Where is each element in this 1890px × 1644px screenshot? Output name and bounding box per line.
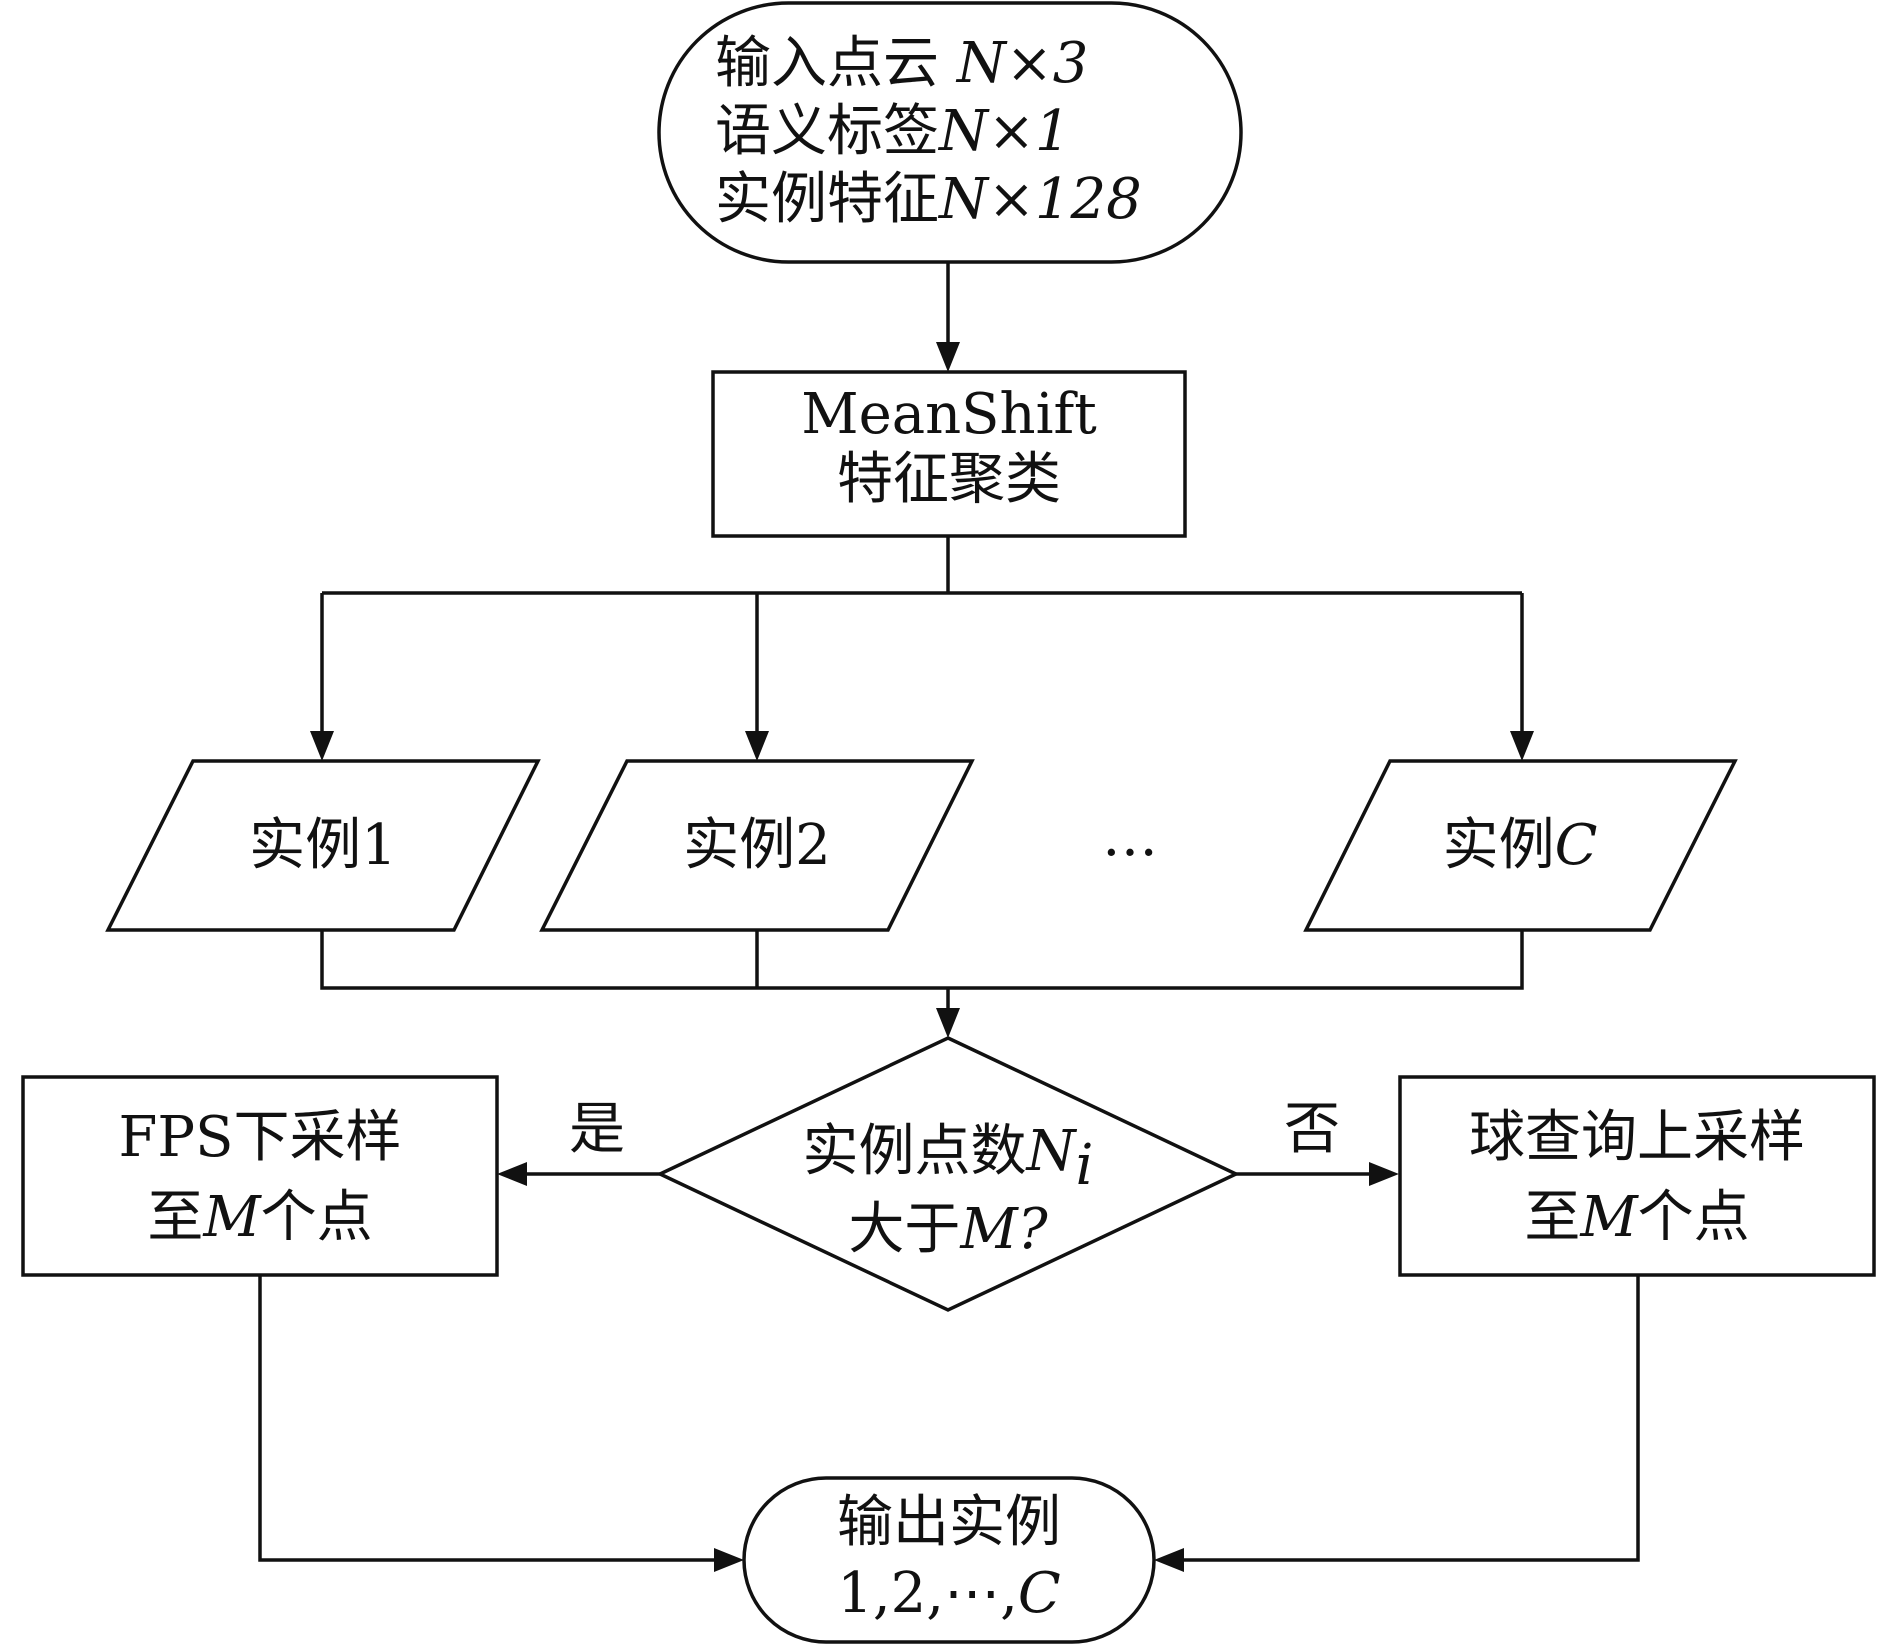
connector-right-to-end (1180, 1275, 1640, 1562)
ball-query-upsample-line-2: 至M个点 (1524, 1185, 1749, 1250)
no-label: 否 (1284, 1097, 1340, 1162)
decision-line-1: 实例点数Ni (803, 1119, 1094, 1198)
start-line-3: 实例特征N×128 (715, 167, 1142, 232)
fps-downsample-process: FPS下采样 至M个点 (21, 1075, 499, 1277)
yes-label: 是 (569, 1097, 625, 1162)
ball-query-upsample-box (1398, 1075, 1876, 1277)
arrowhead-left-box (497, 1162, 527, 1186)
end-line-2: 1,2,⋯,C (837, 1561, 1061, 1626)
ball-query-upsample-line-1: 球查询上采样 (1469, 1105, 1805, 1170)
connector-left-to-end (258, 1275, 718, 1562)
instance-ellipsis: … (1102, 804, 1158, 869)
meanshift-process: MeanShift 特征聚类 (711, 370, 1187, 538)
instance-c-shape (1303, 759, 1738, 932)
decision-shape (655, 1036, 1241, 1312)
instance-1-shape (105, 759, 541, 932)
instance-2-label: 实例2 (683, 813, 831, 878)
instance-2: 实例2 (539, 759, 975, 932)
fps-downsample-line-2: 至M个点 (147, 1185, 372, 1250)
start-terminal-shape (657, 1, 1243, 264)
meanshift-title: MeanShift (801, 382, 1097, 447)
arrowhead-right-box (1369, 1162, 1399, 1186)
connector-instances-to-decision (320, 930, 1524, 1020)
start-line-1: 输入点云 N×3 (715, 31, 1088, 96)
instance-c: 实例C (1303, 759, 1738, 932)
decision-line-2: 大于M? (848, 1197, 1048, 1262)
instance-1: 实例1 (105, 759, 541, 932)
ball-query-upsample-process: 球查询上采样 至M个点 (1398, 1075, 1876, 1277)
start-line-2: 语义标签N×1 (715, 99, 1071, 164)
instance-2-shape (539, 759, 975, 932)
fps-downsample-box (21, 1075, 499, 1277)
arrowhead-down-inst1 (310, 731, 334, 761)
instance-1-label: 实例1 (249, 813, 397, 878)
start-terminal: 输入点云 N×3 语义标签N×1 实例特征N×128 (657, 1, 1243, 264)
decision: 实例点数Ni 大于M? (655, 1036, 1241, 1312)
arrowhead-down-cluster (936, 342, 960, 372)
instance-c-label: 实例C (1443, 813, 1598, 878)
connector-cluster-to-instances (320, 536, 1524, 736)
fps-downsample-line-1: FPS下采样 (119, 1105, 402, 1170)
meanshift-subtitle: 特征聚类 (837, 447, 1061, 512)
end-line-1: 输出实例 (837, 1490, 1061, 1555)
meanshift-box (711, 370, 1187, 538)
arrowhead-down-decision (936, 1008, 960, 1038)
arrowhead-end-left (714, 1548, 744, 1572)
arrowheads (310, 342, 1534, 1572)
arrowhead-end-right (1154, 1548, 1184, 1572)
arrowhead-down-inst2 (745, 731, 769, 761)
end-terminal: 输出实例 1,2,⋯,C (742, 1476, 1156, 1644)
arrowhead-down-instc (1510, 731, 1534, 761)
end-terminal-shape (742, 1476, 1156, 1644)
